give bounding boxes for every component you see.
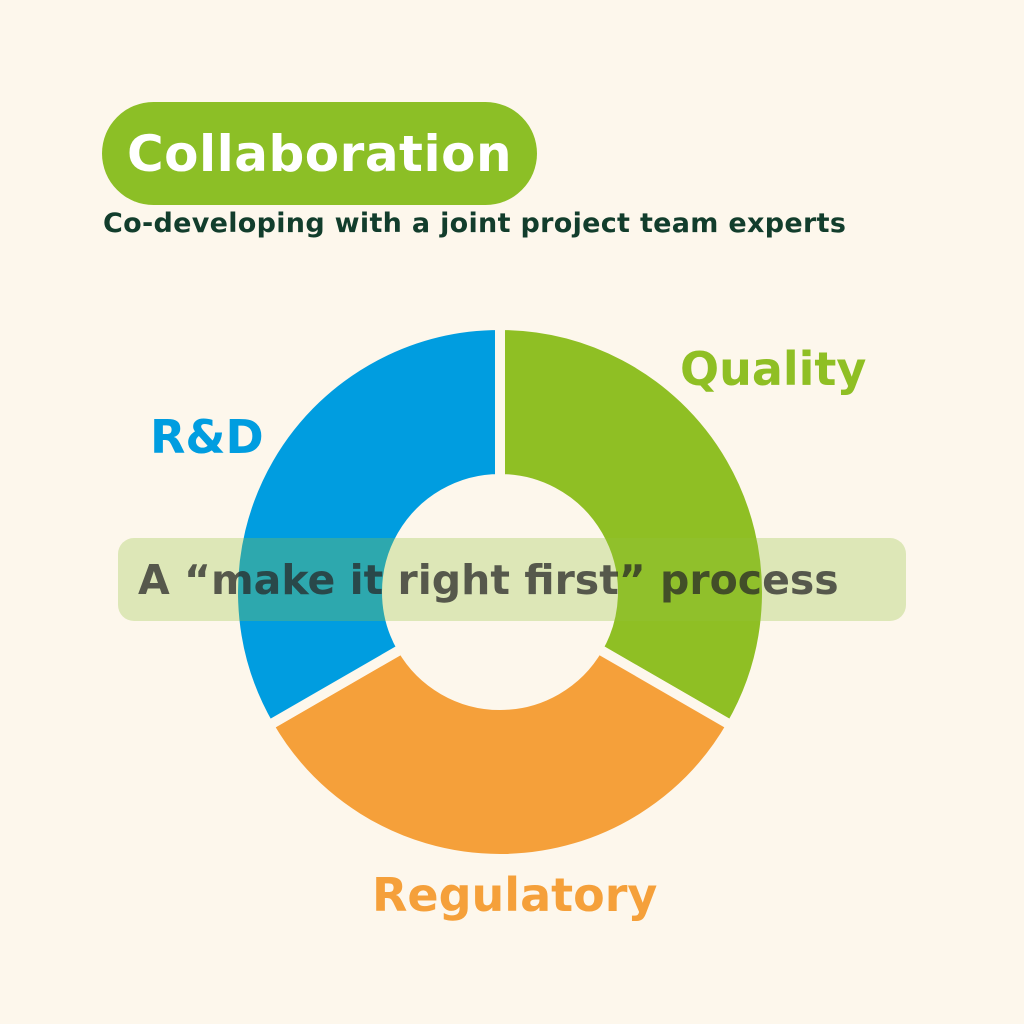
subtitle: Co-developing with a joint project team … — [103, 208, 847, 239]
process-banner: A “make it right first” process — [118, 538, 906, 621]
label-quality: Quality — [680, 342, 867, 396]
label-rd: R&D — [150, 410, 264, 464]
donut-segment-rd — [228, 319, 505, 733]
label-regulatory: Regulatory — [372, 868, 658, 922]
title-text: Collaboration — [126, 124, 513, 183]
banner-text: A “make it right first” process — [138, 555, 839, 604]
donut-segment-quality — [495, 319, 772, 733]
title-badge: Collaboration — [102, 102, 537, 205]
donut-segment-regulatory — [261, 641, 739, 864]
